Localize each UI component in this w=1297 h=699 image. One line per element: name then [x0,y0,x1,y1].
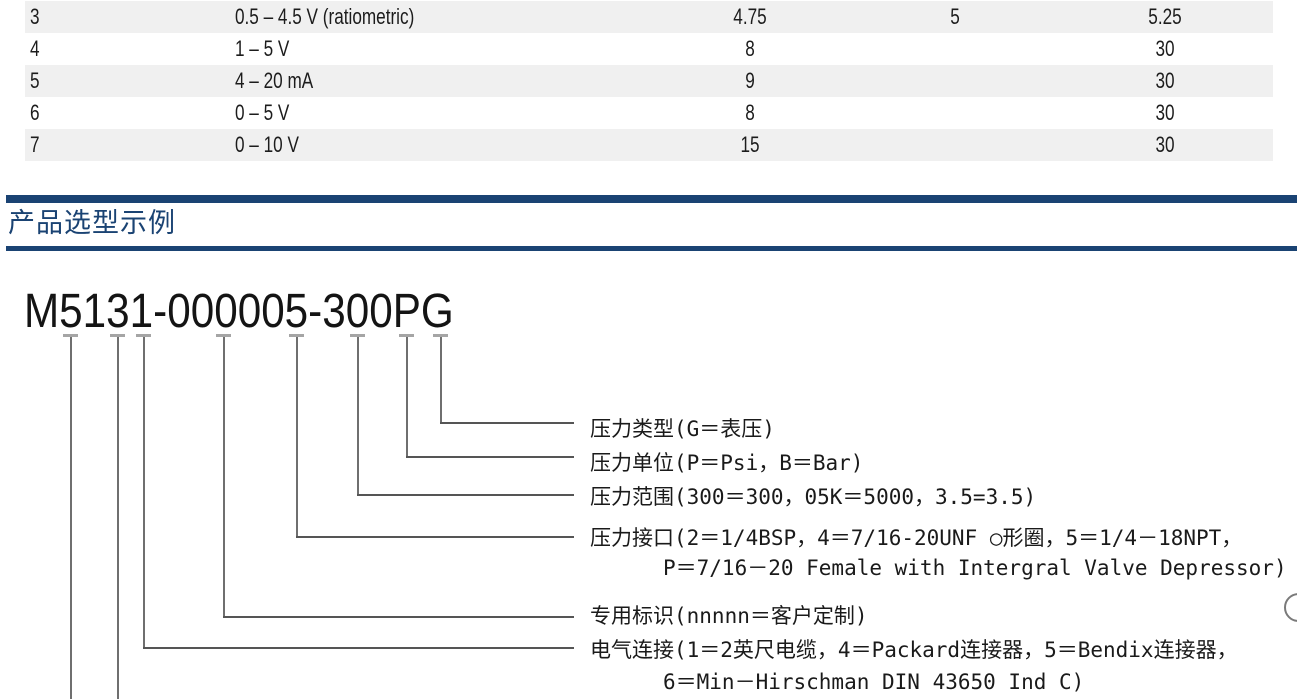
cell-min: 9 [745,68,755,93]
callout-vline-electrical [143,337,145,648]
edge-clipped-circle [1284,593,1297,622]
cell-min: 8 [745,36,755,61]
callout-label-pressure-type: 压力类型(G＝表压) [590,417,775,441]
callout-label-custom-id: 专用标识(nnnnn＝客户定制) [590,604,868,628]
cell-max: 5.25 [1148,4,1182,29]
cell-min: 4.75 [733,4,767,29]
part-number: M5131-000005-300PG [24,285,454,338]
table-row: 4 1 – 5 V 8 30 [25,33,1273,65]
cell-typ: 5 [950,4,960,29]
callout-cap [433,334,448,337]
callout-cap [399,334,414,337]
cell-typ [877,65,1033,97]
cell-max: 30 [1155,36,1175,61]
callout-cap [350,334,365,337]
cell-max: 30 [1155,100,1175,125]
section-rule-bottom [6,246,1297,251]
cell-typ [877,97,1033,129]
cell-typ [877,33,1033,65]
callout-hline-pressure-range [357,494,574,496]
cell-typ [877,129,1033,161]
callout-label-pressure-port-line2: P＝7/16－20 Female with Intergral Valve De… [663,556,1287,580]
cell-code: 7 [30,132,40,157]
section-title: 产品选型示例 [8,208,176,238]
callout-hline-custom-id [223,616,574,618]
cell-output: 4 – 20 mA [235,68,314,93]
cell-output: 0.5 – 4.5 V (ratiometric) [235,4,415,29]
callout-vline-pressure-port [296,337,298,537]
callout-hline-pressure-type [440,422,574,424]
section-rule-top [6,195,1297,203]
callout-label-electrical-line1: 电气连接(1＝2英尺电缆，4＝Packard连接器，5＝Bendix连接器， [590,638,1238,662]
callout-vline-custom-id [223,337,225,617]
cell-output: 1 – 5 V [235,36,290,61]
callout-label-pressure-port-line1: 压力接口(2＝1/4BSP，4＝7/16-20UNF ○形圈，5＝1/4－18N… [590,526,1243,550]
cell-max: 30 [1155,68,1175,93]
callout-label-electrical-line2: 6＝Min－Hirschman DIN 43650 Ind C) [663,670,1085,694]
callout-vline-pressure-type [440,337,442,423]
output-options-table: 3 0.5 – 4.5 V (ratiometric) 4.75 5 5.25 … [25,1,1273,161]
callout-label-pressure-range: 压力范围(300＝300，05K＝5000，3.5=3.5) [590,485,1037,509]
table-row: 6 0 – 5 V 8 30 [25,97,1273,129]
callout-cap [289,334,304,337]
callout-label-pressure-unit: 压力单位(P＝Psi，B＝Bar) [590,451,864,475]
table-row: 5 4 – 20 mA 9 30 [25,65,1273,97]
callout-cap [63,334,78,337]
callout-hline-electrical [143,647,574,649]
callout-hline-pressure-port [296,536,574,538]
callout-cap [110,334,125,337]
table-row: 7 0 – 10 V 15 30 [25,129,1273,161]
callout-hline-pressure-unit [406,456,574,458]
callout-vline-pressure-unit [406,337,408,457]
table-row: 3 0.5 – 4.5 V (ratiometric) 4.75 5 5.25 [25,1,1273,33]
callout-vline-pressure-range [357,337,359,495]
cell-output: 0 – 10 V [235,132,299,157]
cell-code: 6 [30,100,40,125]
callout-vline-digit1 [70,337,72,699]
cell-min: 15 [740,132,760,157]
callout-cap [216,334,231,337]
cell-code: 5 [30,68,40,93]
cell-code: 3 [30,4,40,29]
callout-vline-digit2 [117,337,119,699]
cell-output: 0 – 5 V [235,100,290,125]
callout-cap [136,334,151,337]
cell-min: 8 [745,100,755,125]
cell-code: 4 [30,36,40,61]
cell-max: 30 [1155,132,1175,157]
